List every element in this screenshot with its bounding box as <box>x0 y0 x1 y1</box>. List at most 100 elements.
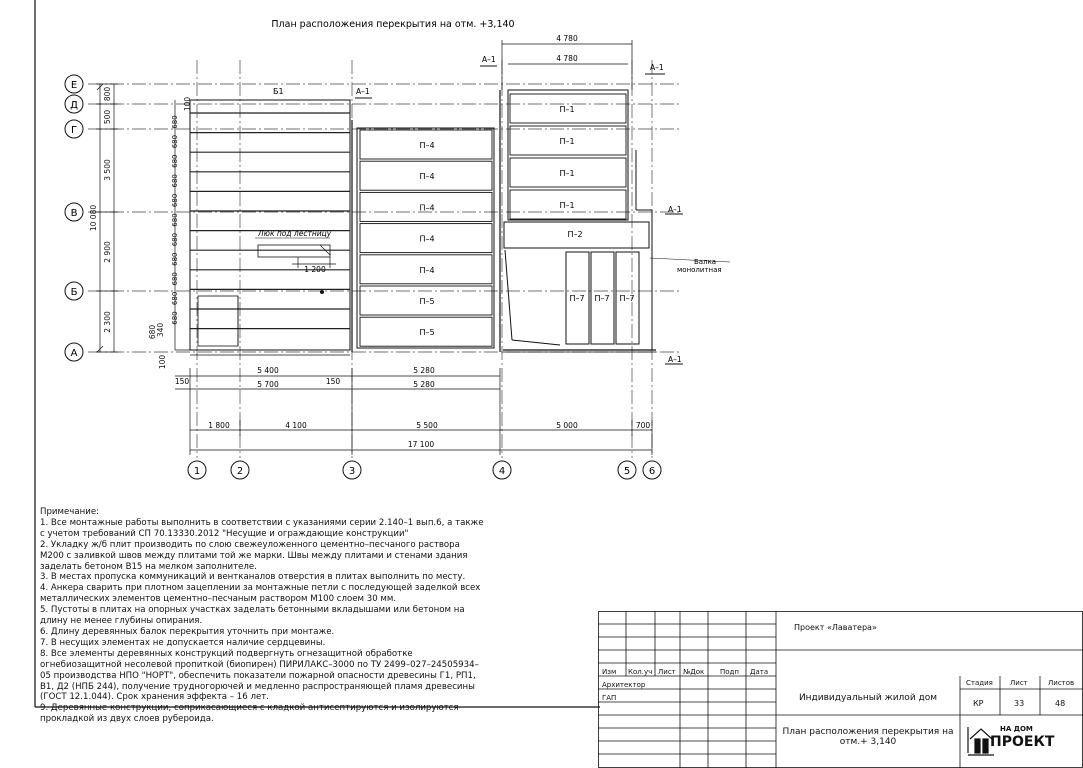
panel-label: П–1 <box>559 137 574 146</box>
beam-spacing-text: 680 <box>171 213 179 226</box>
note-line: 9. Деревянные конструкции, соприкасающие… <box>40 703 459 714</box>
middle-panels: П–4П–4П–4П–4П–4П–5П–5 <box>359 129 493 347</box>
panel-label: П–4 <box>419 141 434 150</box>
grid-lines-vertical <box>196 60 653 458</box>
object-name: Индивидуальный жилой дом <box>798 693 938 703</box>
hollow-core-panel <box>359 191 493 222</box>
panel-label: П–4 <box>419 235 434 244</box>
dim-text: 5 000 <box>556 421 578 430</box>
dim-text: 17 100 <box>408 440 434 449</box>
note-line: 2. Укладку ж/б плит производить по слою … <box>40 539 460 550</box>
p1-panel <box>509 93 627 124</box>
stage-label: Стадия <box>966 679 993 687</box>
note-line: 8. Все элементы деревянных конструкций п… <box>40 648 413 659</box>
beam-spacing-text: 680 <box>171 311 179 324</box>
dim-text: 5 400 <box>257 366 279 375</box>
p7-labels: П–7 П–7 П–7 <box>569 294 634 303</box>
stair-hatch <box>257 244 336 294</box>
dim-text: 4 780 <box>556 34 578 43</box>
note-line: заделать бетоном В15 на мелком заполните… <box>40 561 257 572</box>
panel-p7: П–7 <box>594 294 609 303</box>
stage-value: КР <box>973 699 984 708</box>
stamp-header: Кол.уч <box>628 668 653 676</box>
dim-text: 150 <box>326 377 341 386</box>
dim-text: 2 900 <box>103 241 112 263</box>
beam-spacing-text: 680 <box>171 155 179 168</box>
sheet-value: 33 <box>1014 699 1025 708</box>
beam-label: Б1 <box>273 87 284 96</box>
note-line: М200 с заливкой швов между плитами той ж… <box>40 550 468 561</box>
beam-spacing-text: 680 <box>171 233 179 246</box>
panel-label: П–1 <box>559 201 574 210</box>
axis-label-col: 2 <box>237 466 243 477</box>
section-mark: А–1 <box>482 55 496 64</box>
beam-spacing-text: 680 <box>171 253 179 266</box>
section-arrows <box>355 65 683 365</box>
beam-callout-2: монолитная <box>677 266 722 274</box>
panel-p7: П–7 <box>619 294 634 303</box>
house-logo-icon <box>967 727 994 756</box>
note-line: 4. Анкера сварить при плотном зацеплении… <box>40 583 481 594</box>
dim-text: 150 <box>175 377 190 386</box>
section-mark: А–1 <box>668 205 682 214</box>
dim-text: 800 <box>103 87 112 102</box>
stamp-role: ГАП <box>602 694 617 702</box>
row-axis-bubbles: Е Д Г В Б А <box>64 74 84 362</box>
axis-label-row: Д <box>70 100 78 111</box>
beam-spacing-text: 680 <box>171 115 179 128</box>
beam-spacing-text: 680 <box>171 272 179 285</box>
hollow-core-panel <box>359 129 493 160</box>
column-axis-bubbles: 1 2 3 4 5 6 <box>187 460 662 480</box>
panel-label: П–4 <box>419 266 434 275</box>
note-line: прокладкой из двух слоев рубероида. <box>40 714 214 725</box>
timber-floor-zone <box>174 99 351 356</box>
beam-spacing-text: 680 <box>171 292 179 305</box>
company-logo: НА ДОМ ПРОЕКТ <box>966 721 1076 761</box>
section-marks: А–1 А–1 А–1 А–1 А–1 <box>356 55 682 364</box>
dim-text: 1 800 <box>208 421 230 430</box>
hollow-core-panel <box>359 160 493 191</box>
beam-callout-1: Балка <box>694 258 716 266</box>
axis-label-row: Б <box>71 287 78 298</box>
lower-left-walls <box>197 295 239 347</box>
notes-lines: 1. Все монтажные работы выполнить в соот… <box>40 518 595 725</box>
dim-text: 5 280 <box>413 366 435 375</box>
dim-text: 700 <box>636 421 651 430</box>
note-line: 1. Все монтажные работы выполнить в соот… <box>40 517 484 528</box>
note-line: В1, Д2 (НПБ 244), получение трудногорюче… <box>40 681 475 692</box>
bottom-dim-texts: 5 400 5 280 5 700 5 280 150 150 1 800 4 … <box>175 366 651 449</box>
logo-small-text: НА ДОМ <box>1000 725 1033 733</box>
panel-label: П–1 <box>559 105 574 114</box>
axis-label-row: В <box>71 208 78 219</box>
dim-text: 680 <box>148 325 157 340</box>
dim-text: 5 280 <box>413 380 435 389</box>
hollow-core-panel <box>359 285 493 316</box>
note-line: огнебиозащитной несолевой пропиткой (био… <box>40 659 479 670</box>
notes-block: Примечание: 1. Все монтажные работы выпо… <box>40 507 595 725</box>
top-dimensions <box>501 40 633 90</box>
note-line: 3. В местах пропуска коммуникаций и вент… <box>40 572 466 583</box>
dim-text: 5 700 <box>257 380 279 389</box>
sheet-label: Лист <box>1010 679 1028 687</box>
hollow-core-zone <box>351 90 501 352</box>
hatch-label: Люк под лестницу <box>257 229 332 238</box>
axis-label-row: Г <box>71 125 77 136</box>
panel-label: П–5 <box>419 328 434 337</box>
stamp-header: Дата <box>750 668 769 676</box>
axis-label-col: 6 <box>649 466 655 477</box>
hollow-core-panel <box>359 254 493 285</box>
p1-panel <box>509 157 627 188</box>
panel-label: П–5 <box>419 297 434 306</box>
panel-label: П–4 <box>419 172 434 181</box>
dim-text: 500 <box>103 110 112 125</box>
logo-big-text: ПРОЕКТ <box>990 734 1055 750</box>
p1-panel <box>509 189 627 220</box>
sheets-value: 48 <box>1055 699 1066 708</box>
note-line: 7. В несущих элементах не допускается на… <box>40 637 326 648</box>
stamp-header: Изм <box>602 668 617 676</box>
beam-spacing-text: 680 <box>171 135 179 148</box>
left-dimension-texts: 800 500 3 500 10 080 2 900 2 300 680 340… <box>89 87 192 370</box>
hollow-core-panel <box>359 316 493 347</box>
note-line: 5. Пустоты в плитах на опорных участках … <box>40 605 465 616</box>
